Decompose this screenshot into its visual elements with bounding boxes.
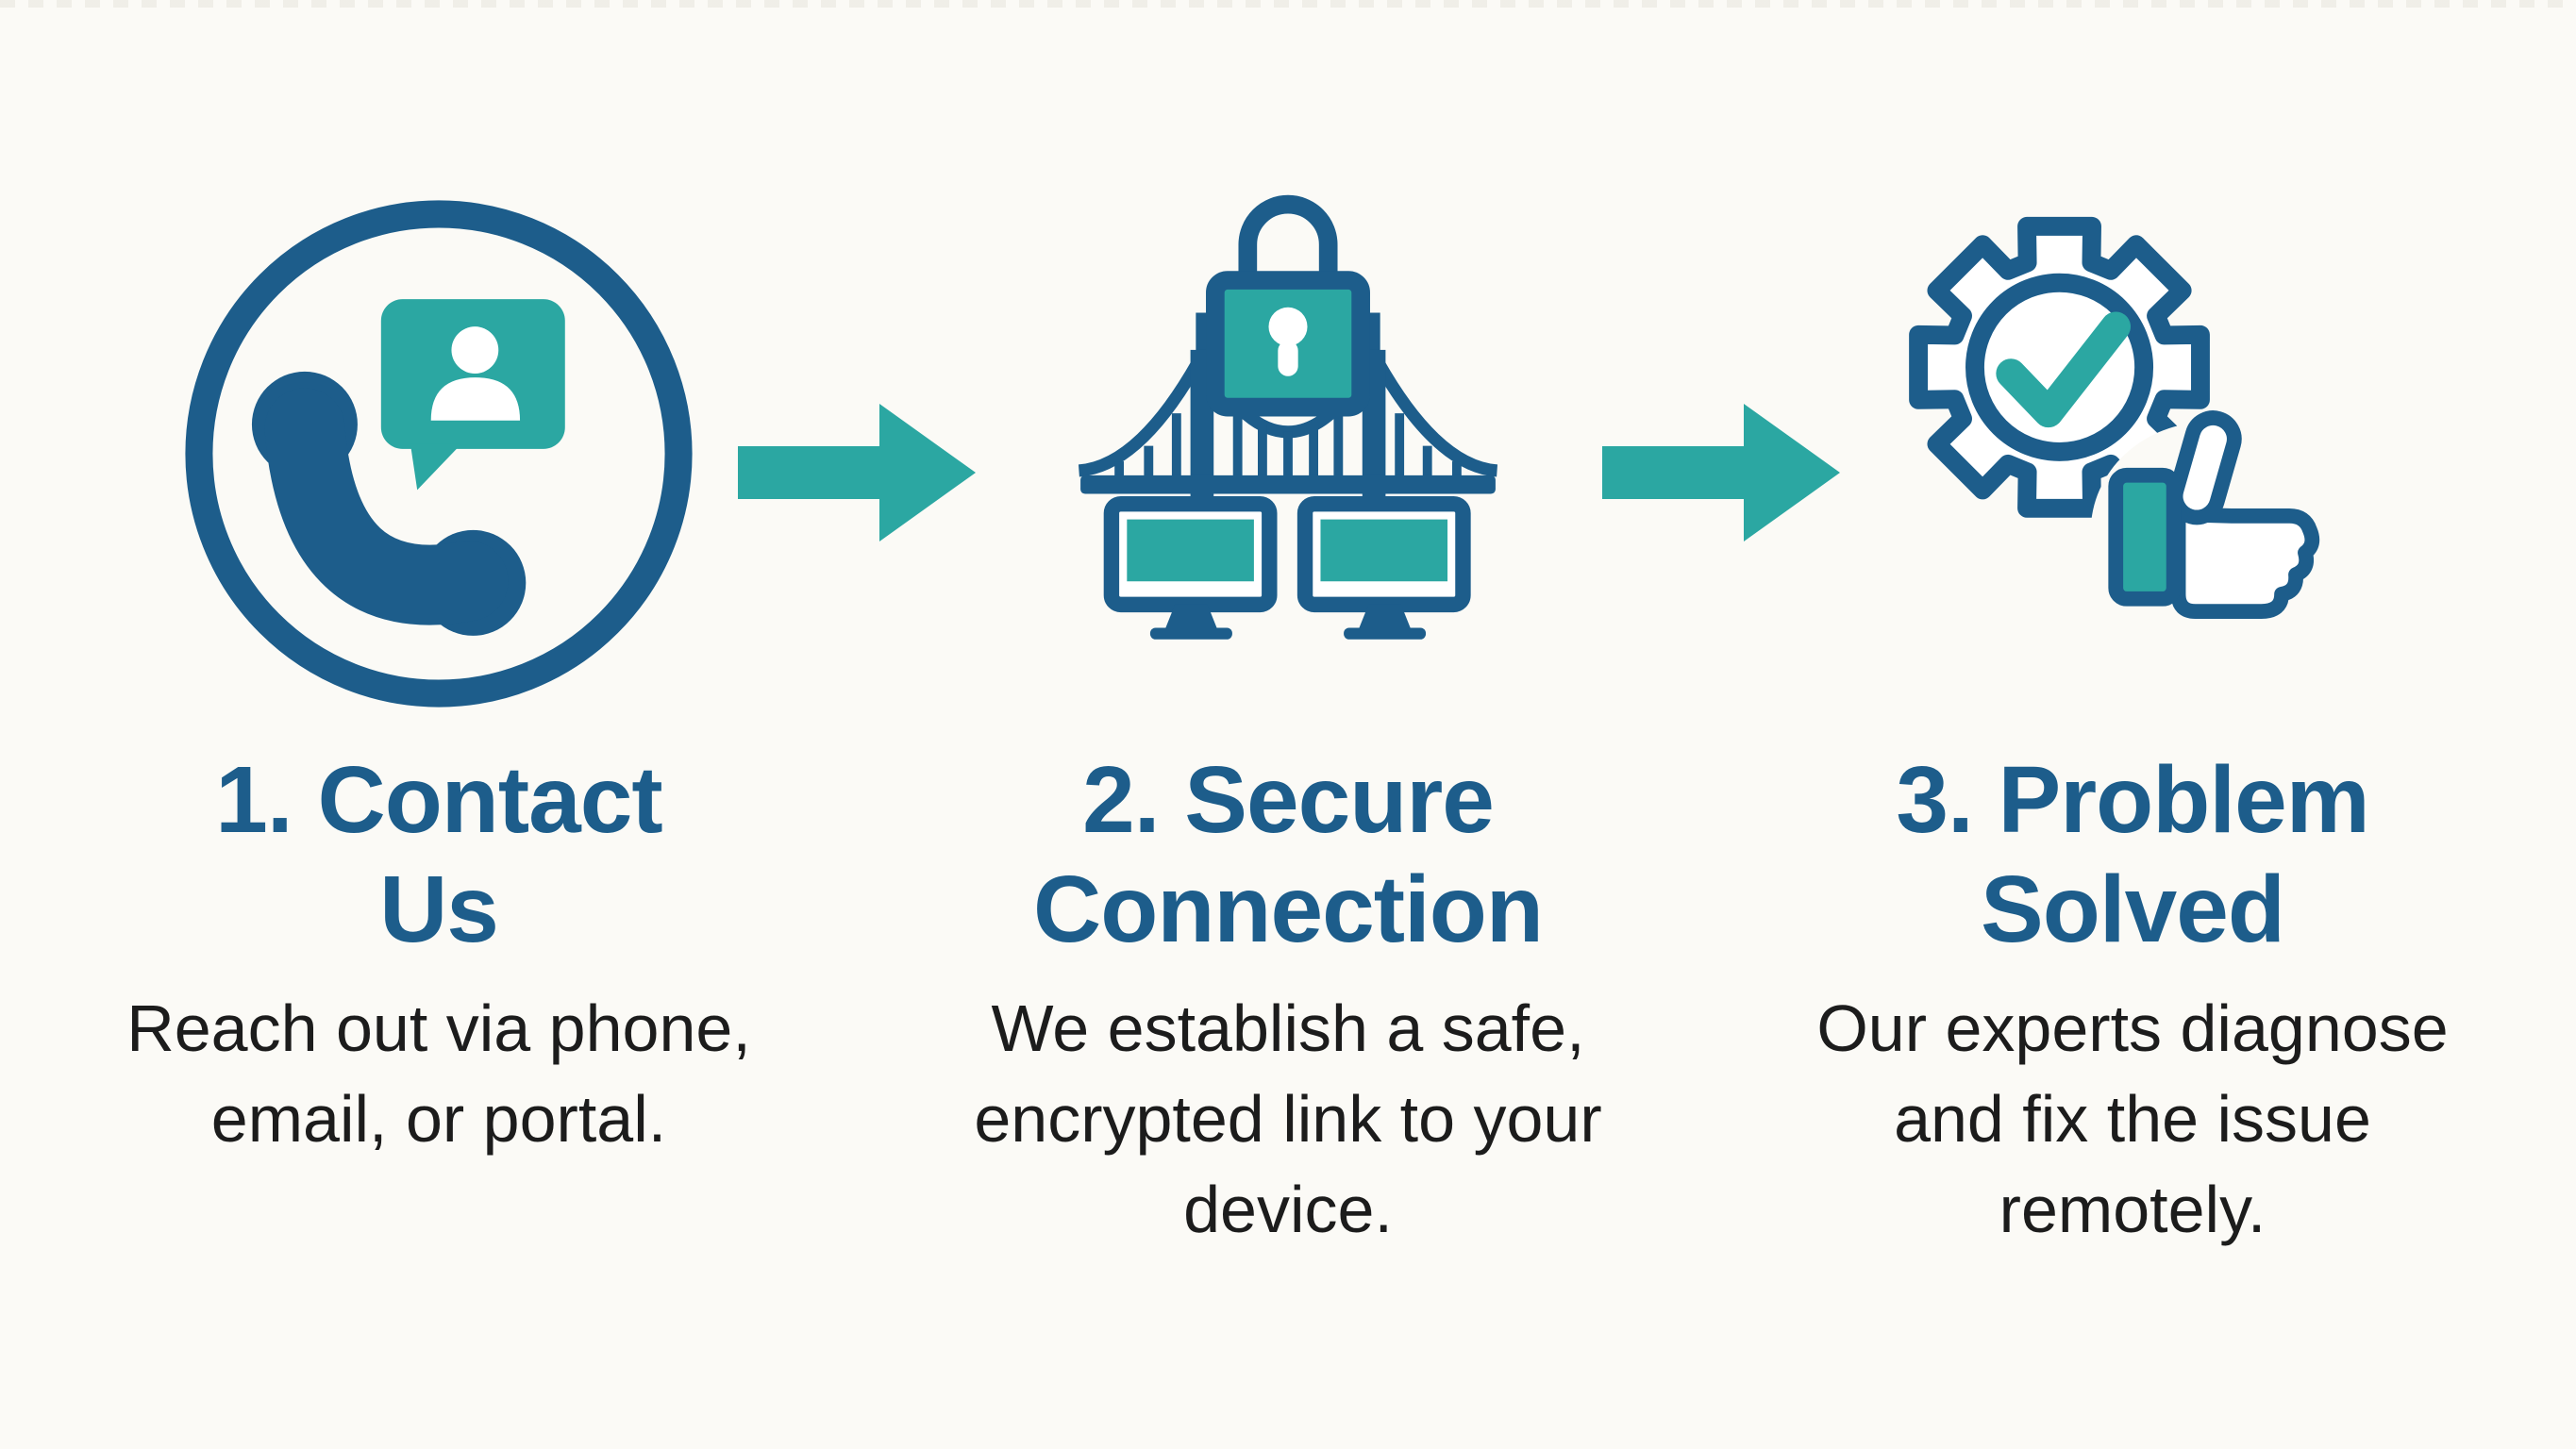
step-title-line: 2. Secure <box>1082 747 1495 853</box>
step-description-line: Reach out via phone, <box>126 991 751 1065</box>
step-title-line: Solved <box>1981 857 2285 962</box>
step-title: 3. Problem Solved <box>1765 745 2501 964</box>
step-title: 1. Contact Us <box>71 745 807 964</box>
bridge-lock-computers-icon <box>1071 121 1505 652</box>
gear-icon <box>1909 216 2210 518</box>
bridge-tower-left-top <box>1196 312 1209 357</box>
step-description-line: Our experts diagnose <box>1816 991 2449 1065</box>
step-description-line: We establish a safe, <box>991 991 1585 1065</box>
circle-ring <box>185 200 693 708</box>
bridge-deck <box>1080 475 1496 494</box>
padlock-icon <box>1206 194 1370 417</box>
gear-check-thumbs-up-icon <box>1872 172 2326 641</box>
step-problem-solved: 3. Problem Solved Our experts diagnose a… <box>1765 0 2501 1255</box>
arrow-step2-to-step3-icon <box>1602 404 1840 546</box>
step-secure-connection: 2. Secure Connection We establish a safe… <box>901 0 1675 1255</box>
step-description: We establish a safe, encrypted link to y… <box>901 983 1675 1255</box>
computer-monitor-left-icon <box>1103 495 1278 640</box>
chat-bubble-person-icon <box>380 299 565 491</box>
step-title-line: 1. Contact <box>215 747 662 853</box>
step-title-line: Us <box>379 857 499 962</box>
top-edge-texture <box>0 0 2576 8</box>
phone-chat-circle-icon <box>175 190 703 723</box>
computer-monitor-right-icon <box>1296 495 1471 640</box>
step-description: Reach out via phone, email, or portal. <box>71 983 807 1164</box>
step-description-line: and fix the issue <box>1894 1082 2371 1156</box>
thumb-cuff <box>2108 467 2182 607</box>
step-contact-us: 1. Contact Us Reach out via phone, email… <box>71 0 807 1164</box>
phone-handset-icon <box>251 371 527 636</box>
thumbs-up-icon <box>2090 410 2326 641</box>
checkmark-icon <box>1996 311 2132 428</box>
step-description-line: encrypted link to your <box>974 1082 1602 1156</box>
step-description: Our experts diagnose and fix the issue r… <box>1765 983 2501 1255</box>
step-description-line: device. <box>1183 1173 1393 1246</box>
step-title: 2. Secure Connection <box>901 745 1675 964</box>
step-description-line: remotely. <box>1999 1173 2267 1246</box>
step-title-line: 3. Problem <box>1896 747 2369 853</box>
step-title-line: Connection <box>1033 857 1544 962</box>
arrow-step1-to-step2-icon <box>738 404 976 546</box>
bridge-tower-right-top <box>1367 312 1380 357</box>
step-description-line: email, or portal. <box>210 1082 667 1156</box>
